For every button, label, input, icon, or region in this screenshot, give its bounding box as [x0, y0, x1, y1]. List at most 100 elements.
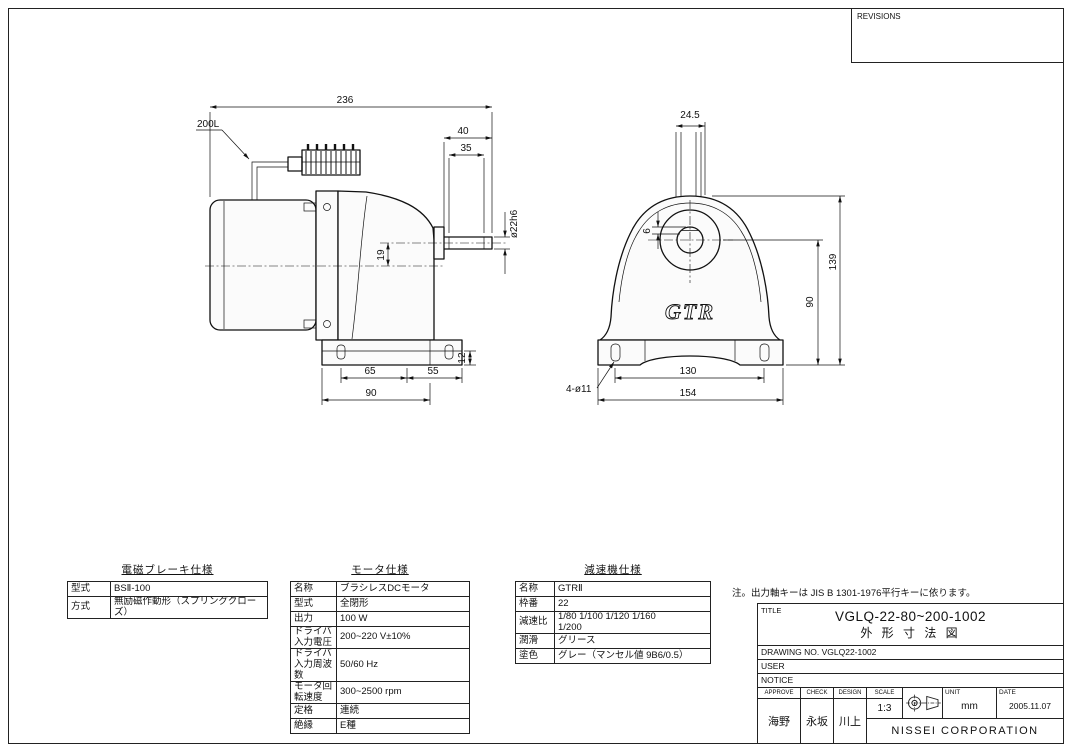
- reducer-spec-title: 減速機仕様: [584, 564, 642, 576]
- design-cell: DESIGN 川上: [834, 688, 867, 743]
- scale-cell: SCALE 1:3: [867, 688, 903, 718]
- design-name: 川上: [839, 716, 861, 728]
- technical-drawing: 236 200L 40 35 ø22h6 19: [196, 95, 845, 405]
- dim-65-label: 65: [364, 366, 376, 377]
- spec-row: 方式 無励磁作動形（スプリングクローズ）: [67, 595, 268, 620]
- spec-label: 潤滑: [515, 633, 555, 650]
- spec-value: 1/80 1/100 1/120 1/160 1/200: [554, 610, 711, 635]
- spec-value: GTRⅡ: [554, 581, 711, 597]
- dim-6-label: 6: [642, 228, 653, 234]
- base-front: [597, 339, 784, 366]
- foot-slot-front: [759, 343, 770, 362]
- title-block-right: SCALE 1:3 UNIT: [867, 688, 1063, 743]
- front-view-dimensions: 24.5 6 4-ø11 130 154 90: [566, 110, 845, 405]
- approve-cell: APPROVE 海野: [758, 688, 801, 743]
- cable-length-label: 200L: [197, 119, 220, 130]
- spec-label: ドライバ 入力電圧: [290, 625, 337, 650]
- spec-value: ブラシレスDCモータ: [336, 581, 470, 597]
- spec-value: 200~220 V±10%: [336, 625, 470, 650]
- dim-90-side-label: 90: [365, 388, 377, 399]
- drawing-no: DRAWING NO. VGLQ22-1002: [758, 646, 1063, 660]
- spec-row: 潤滑グリース: [515, 633, 711, 650]
- revisions-label: REVISIONS: [857, 12, 901, 21]
- dim-139-label: 139: [828, 253, 839, 270]
- foot-slot-front: [610, 343, 621, 362]
- base-side: [321, 339, 463, 366]
- gtr-logo: GTR: [665, 299, 715, 324]
- check-name: 永坂: [806, 716, 828, 728]
- date-value: 2005.11.07: [1009, 701, 1051, 711]
- drawing-title: VGLQ-22-80~200-1002: [835, 609, 986, 624]
- drawing-title-jp: 外 形 寸 法 図: [860, 626, 961, 640]
- approval-strip: APPROVE 海野 CHECK 永坂 DESIGN 川上 SCALE 1:3: [758, 688, 1063, 743]
- spec-label: ドライバ 入力周波数: [290, 648, 337, 683]
- brake-spec-table: 型式 BSⅡ-100 方式 無励磁作動形（スプリングクローズ）: [67, 581, 268, 620]
- brake-spec: 電磁ブレーキ仕様 型式 BSⅡ-100 方式 無励磁作動形（スプリングクローズ）: [67, 562, 268, 620]
- spec-value: 22: [554, 596, 711, 612]
- spec-label: 塗色: [515, 648, 555, 665]
- gear-case-side: [337, 190, 435, 341]
- dim-130-label: 130: [680, 366, 697, 377]
- dim-90-front-label: 90: [805, 296, 816, 308]
- approve-label: APPROVE: [758, 688, 800, 699]
- lead-wires: [675, 132, 702, 197]
- sheet-border: [8, 8, 1064, 744]
- spec-value: 無励磁作動形（スプリングクローズ）: [110, 595, 268, 620]
- spec-value: 50/60 Hz: [336, 648, 470, 683]
- scale-unit-date-row: SCALE 1:3 UNIT: [867, 688, 1063, 719]
- unit-value: mm: [961, 701, 978, 712]
- front-view: GTR: [597, 132, 784, 366]
- spec-row: 名称ブラシレスDCモータ: [290, 581, 470, 597]
- dim-236-label: 236: [337, 95, 354, 106]
- spec-row: 型式 BSⅡ-100: [67, 581, 268, 597]
- motor-flange: [315, 190, 339, 341]
- connector-hatch: [305, 151, 357, 174]
- cable-connector: [301, 149, 361, 176]
- shaft-key-note: 注。出力軸キーは JIS B 1301-1976平行キーに依ります。: [732, 588, 976, 599]
- motor-spec-title: モータ仕様: [351, 564, 409, 576]
- foot-slot-side: [444, 344, 454, 360]
- spec-label: 型式: [67, 581, 111, 597]
- spec-label: 枠番: [515, 596, 555, 612]
- spec-value: E種: [336, 718, 470, 735]
- dim-12-label: 12: [457, 352, 468, 364]
- scale-value: 1:3: [877, 703, 892, 714]
- spec-value: グリース: [554, 633, 711, 650]
- company-name: NISSEI CORPORATION: [891, 725, 1039, 737]
- spec-label: 出力: [290, 611, 337, 627]
- spec-value: 全閉形: [336, 596, 470, 612]
- user-row: USER: [758, 660, 1063, 674]
- spec-label: 方式: [67, 595, 111, 620]
- motor-body: [209, 199, 317, 331]
- spec-label: 減速比: [515, 610, 555, 635]
- unit-cell: UNIT mm: [943, 688, 997, 718]
- spec-row: 塗色グレー（マンセル値 9B6/0.5）: [515, 648, 711, 665]
- spec-row: 定格連続: [290, 703, 470, 720]
- dim-24-5-label: 24.5: [680, 110, 700, 121]
- third-angle-projection-icon: [905, 694, 941, 712]
- date-label: DATE: [999, 689, 1016, 696]
- brake-spec-title: 電磁ブレーキ仕様: [121, 564, 214, 576]
- spec-label: 型式: [290, 596, 337, 612]
- dim-35-label: 35: [460, 143, 472, 154]
- spec-label: 定格: [290, 703, 337, 720]
- dim-55-label: 55: [427, 366, 439, 377]
- title-row: TITLE VGLQ-22-80~200-1002 外 形 寸 法 図: [758, 604, 1063, 646]
- approve-name: 海野: [768, 716, 790, 728]
- spec-label: 名称: [290, 581, 337, 597]
- dim-19-label: 19: [376, 249, 387, 261]
- spec-value: グレー（マンセル値 9B6/0.5）: [554, 648, 711, 665]
